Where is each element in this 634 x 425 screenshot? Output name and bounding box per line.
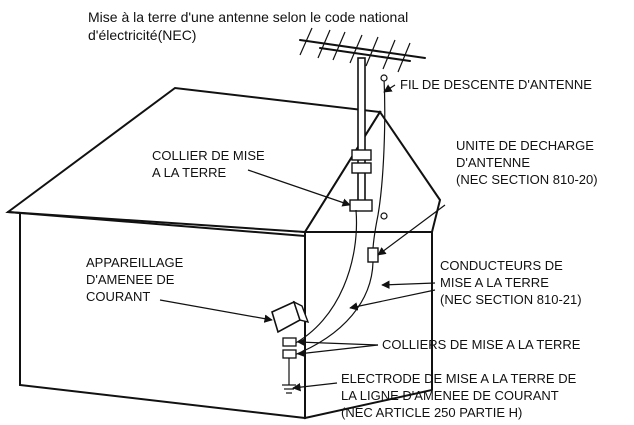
label-discharge-unit-1: UNITE DE DECHARGE — [456, 138, 594, 153]
label-electrode-1: ELECTRODE DE MISE A LA TERRE DE — [341, 371, 577, 386]
ground-clamp-2 — [282, 349, 297, 359]
label-grounding-conductors-2: MISE A LA TERRE — [440, 275, 549, 290]
grounding-conductor-2 — [291, 261, 374, 357]
antenna-discharge-unit — [367, 247, 379, 263]
antenna-mast — [357, 57, 366, 209]
label-service-equipment-2: D'AMENEE DE — [86, 272, 175, 287]
service-entrance-box — [271, 300, 310, 334]
label-electrode-3: (NEC ARTICLE 250 PARTIE H) — [341, 405, 522, 420]
label-grounding-conductors-3: (NEC SECTION 810-21) — [440, 292, 582, 307]
lead-in-wire — [372, 77, 386, 261]
label-ground-clamp-1: COLLIER DE MISE — [152, 148, 265, 163]
label-electrode-2: LA LIGNE D'AMENEE DE COURANT — [341, 388, 559, 403]
label-service-equipment-3: COURANT — [86, 289, 150, 304]
title-line-2: d'électricité(NEC) — [88, 27, 196, 43]
mast-clamp-lower — [349, 199, 373, 212]
label-discharge-unit-3: (NEC SECTION 810-20) — [456, 172, 598, 187]
ground-clamp-1 — [282, 337, 297, 347]
label-ground-clamp-2: A LA TERRE — [152, 165, 227, 180]
label-discharge-unit-2: D'ANTENNE — [456, 155, 530, 170]
house-side-wall — [19, 206, 306, 420]
mast-clamp-upper — [351, 149, 372, 161]
label-service-equipment-1: APPAREILLAGE — [86, 255, 184, 270]
house — [5, 86, 442, 420]
label-grounding-conductors-1: CONDUCTEURS DE — [440, 258, 563, 273]
antenna — [299, 27, 426, 212]
title-line-1: Mise à la terre d'une antenne selon le c… — [88, 9, 408, 25]
label-ground-clamps: COLLIERS DE MISE A LA TERRE — [382, 337, 581, 352]
label-lead-in-wire: FIL DE DESCENTE D'ANTENNE — [400, 77, 592, 92]
grounding-conductor-1 — [291, 209, 358, 346]
